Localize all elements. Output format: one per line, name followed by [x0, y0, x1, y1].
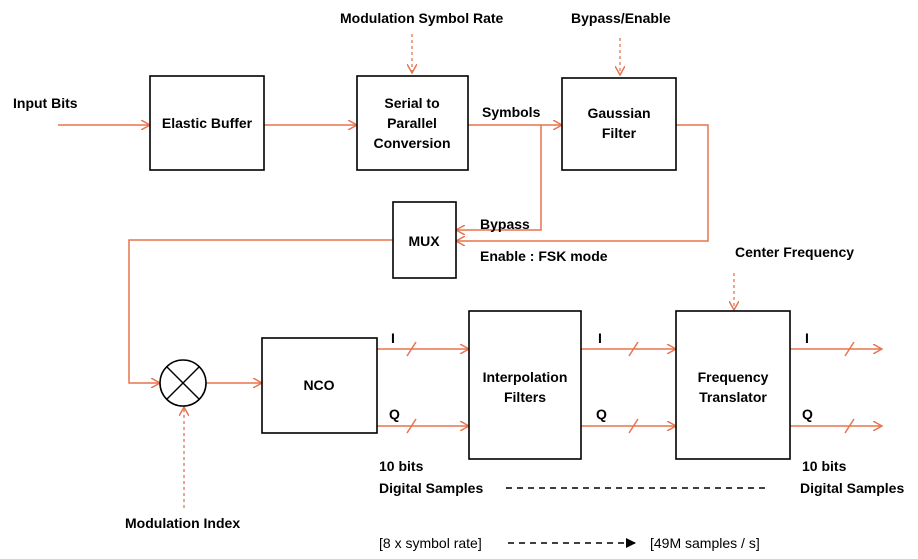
- mux-block: MUX: [392, 201, 457, 279]
- serial-to-parallel-block: Serial to Parallel Conversion: [356, 75, 469, 171]
- interpolation-filters-block: Interpolation Filters: [468, 310, 582, 460]
- output-q-label: Q: [802, 406, 813, 422]
- elastic-buffer-block: Elastic Buffer: [149, 75, 265, 171]
- elastic-buffer-label: Elastic Buffer: [162, 115, 253, 131]
- bits-right-label: 10 bits: [802, 458, 847, 474]
- bits-left-label: 10 bits: [379, 458, 424, 474]
- interp-i-label: I: [598, 330, 602, 346]
- nco-i-label: I: [391, 330, 395, 346]
- input-bits-label: Input Bits: [13, 95, 78, 111]
- serial-to-parallel-label-3: Conversion: [373, 135, 450, 151]
- gaussian-to-mux-wire: [456, 124, 709, 241]
- enable-fsk-label: Enable : FSK mode: [480, 248, 608, 264]
- interpolation-filters-label-2: Filters: [504, 389, 546, 405]
- frequency-translator-label-1: Frequency: [698, 369, 769, 385]
- bypass-wire: [456, 125, 542, 230]
- output-i-label: I: [805, 330, 809, 346]
- interpolation-filters-label-1: Interpolation: [483, 369, 568, 385]
- bypass-enable-label: Bypass/Enable: [571, 10, 671, 26]
- bus-width-marks: [406, 341, 855, 434]
- nco-block: NCO: [261, 337, 378, 434]
- symbols-label: Symbols: [482, 104, 541, 120]
- mux-label: MUX: [408, 233, 440, 249]
- gaussian-filter-block: Gaussian Filter: [561, 77, 677, 171]
- nco-label: NCO: [303, 377, 334, 393]
- frequency-translator-block: Frequency Translator: [675, 310, 791, 460]
- interp-q-label: Q: [596, 406, 607, 422]
- modulation-symbol-rate-label: Modulation Symbol Rate: [340, 10, 504, 26]
- frequency-translator-label-2: Translator: [699, 389, 767, 405]
- digital-samples-left-label: Digital Samples: [379, 480, 483, 496]
- mixer-icon: [159, 359, 207, 407]
- bypass-label: Bypass: [480, 216, 530, 232]
- nco-q-label: Q: [389, 406, 400, 422]
- serial-to-parallel-label-1: Serial to: [384, 95, 439, 111]
- digital-samples-right-label: Digital Samples: [800, 480, 904, 496]
- rate-right-label: [49M samples / s]: [650, 535, 760, 551]
- gaussian-filter-label-1: Gaussian: [587, 105, 650, 121]
- modulation-index-label: Modulation Index: [125, 515, 240, 531]
- center-frequency-label: Center Frequency: [735, 244, 854, 260]
- rate-left-label: [8 x symbol rate]: [379, 535, 482, 551]
- serial-to-parallel-label-2: Parallel: [387, 115, 437, 131]
- gaussian-filter-label-2: Filter: [602, 125, 637, 141]
- mux-to-mixer-wire: [128, 239, 393, 383]
